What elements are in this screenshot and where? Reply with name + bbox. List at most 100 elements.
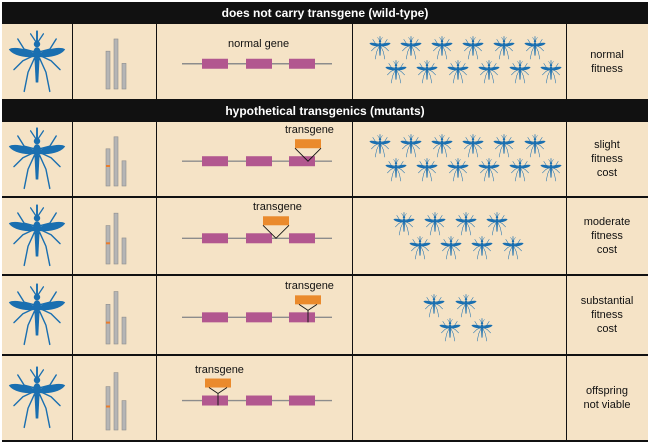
offspring-mosquito-icon — [385, 60, 407, 84]
chromosome-cell — [72, 356, 157, 440]
parent-cell — [2, 198, 73, 274]
chromosome-icon — [105, 291, 127, 345]
offspring-mosquito-icon — [462, 36, 484, 60]
offspring-mosquito-icon — [471, 318, 493, 342]
offspring-mosquito-icon — [385, 158, 407, 182]
gene-diagram — [182, 58, 332, 69]
row-substantial-cost: transgene substantial fitness cost — [2, 276, 648, 356]
offspring-cell — [352, 24, 567, 99]
row-moderate-cost: transgene moderate fitness cost — [2, 198, 648, 276]
exon-2 — [246, 312, 272, 323]
offspring-mosquito-icon — [509, 60, 531, 84]
parent-mosquito-icon — [8, 29, 66, 92]
offspring-mosquito-icon — [493, 36, 515, 60]
normal-gene-label: normal gene — [228, 37, 290, 50]
fitness-label: substantial fitness cost — [580, 295, 634, 335]
offspring-mosquito-icon — [400, 36, 422, 60]
chromosome-cell — [72, 122, 157, 196]
gene-cell — [156, 356, 353, 440]
fitness-label: moderate fitness cost — [583, 216, 631, 256]
fitness-label: slight fitness cost — [591, 139, 623, 179]
exon-2 — [246, 156, 272, 167]
exon-1 — [202, 395, 228, 406]
gene-cell — [156, 24, 353, 99]
gene-cell — [156, 198, 353, 274]
offspring-mosquito-icon — [455, 212, 477, 236]
parent-cell — [2, 276, 73, 354]
chromosome-cell — [72, 276, 157, 354]
fitness-label: normal fitness — [590, 48, 624, 75]
offspring-mosquito-icon — [416, 60, 438, 84]
chromosome-icon — [105, 136, 127, 187]
offspring-mosquito-icon — [393, 212, 415, 236]
offspring-mosquito-icon — [455, 294, 477, 318]
offspring-mosquito-icon — [440, 236, 462, 260]
offspring-mosquito-icon — [540, 60, 562, 84]
gene-diagram — [182, 295, 332, 323]
chromosome-icon — [105, 212, 127, 265]
parent-cell — [2, 122, 73, 196]
transgene-label: transgene — [253, 201, 302, 214]
chromosome-cell — [72, 198, 157, 274]
offspring-mosquito-icon — [431, 134, 453, 158]
offspring-mosquito-icon — [524, 36, 546, 60]
exon-2 — [246, 58, 272, 69]
exon-3 — [289, 156, 315, 167]
offspring-mosquito-icon — [423, 294, 445, 318]
offspring-cell — [352, 122, 567, 196]
offspring-mosquito-icon — [369, 36, 391, 60]
fitness-label: offspring not viable — [583, 385, 631, 411]
offspring-mosquito-icon — [502, 236, 524, 260]
offspring-mosquito-icon — [400, 134, 422, 158]
offspring-mosquito-icon — [416, 158, 438, 182]
parent-mosquito-icon — [8, 366, 66, 429]
gene-diagram — [182, 216, 332, 244]
offspring-mosquito-icon — [486, 212, 508, 236]
exon-3 — [289, 395, 315, 406]
parent-mosquito-icon — [8, 204, 66, 267]
transgene-insert — [294, 139, 322, 162]
gene-diagram — [182, 378, 332, 406]
exon-1 — [202, 233, 228, 244]
exon-3 — [289, 312, 315, 323]
transgene-label: transgene — [285, 280, 334, 293]
section-header-wildtype: does not carry transgene (wild-type) — [2, 2, 648, 24]
exon-1 — [202, 312, 228, 323]
transgene-insert — [295, 295, 321, 323]
offspring-mosquito-icon — [431, 36, 453, 60]
chromosome-icon — [105, 38, 127, 90]
chromosome-cell — [72, 24, 157, 99]
offspring-mosquito-icon — [524, 134, 546, 158]
row-wildtype: normal gene normal fitness — [2, 24, 648, 101]
gene-diagram — [182, 139, 332, 167]
offspring-mosquito-icon — [447, 60, 469, 84]
offspring-mosquito-icon — [462, 134, 484, 158]
parent-mosquito-icon — [8, 127, 66, 190]
exon-3 — [289, 58, 315, 69]
offspring-mosquito-icon — [509, 158, 531, 182]
offspring-mosquito-icon — [369, 134, 391, 158]
exon-2 — [246, 233, 272, 244]
chromosome-icon — [105, 372, 127, 431]
offspring-mosquito-icon — [424, 212, 446, 236]
exon-2 — [246, 395, 272, 406]
offspring-mosquito-icon — [447, 158, 469, 182]
offspring-mosquito-icon — [439, 318, 461, 342]
offspring-cell — [352, 276, 567, 354]
offspring-mosquito-icon — [493, 134, 515, 158]
exon-3 — [289, 233, 315, 244]
parent-mosquito-icon — [8, 283, 66, 346]
offspring-mosquito-icon — [409, 236, 431, 260]
parent-cell — [2, 24, 73, 99]
parent-cell — [2, 356, 73, 440]
offspring-cell — [352, 198, 567, 274]
offspring-mosquito-icon — [478, 158, 500, 182]
exon-1 — [202, 156, 228, 167]
offspring-mosquito-icon — [471, 236, 493, 260]
section-header-mutants: hypothetical transgenics (mutants) — [2, 100, 648, 122]
gene-cell — [156, 276, 353, 354]
exon-1 — [202, 58, 228, 69]
